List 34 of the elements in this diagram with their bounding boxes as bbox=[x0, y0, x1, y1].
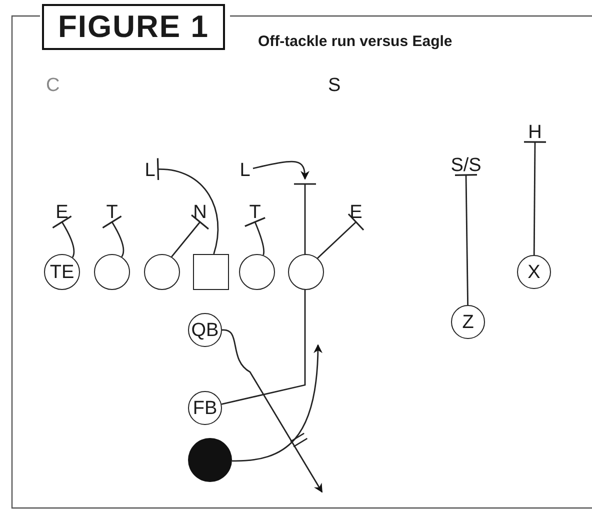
player-circle bbox=[239, 254, 275, 290]
blocking-line bbox=[156, 157, 219, 254]
defender-label: H bbox=[526, 122, 544, 142]
blocking-line bbox=[52, 216, 75, 258]
ball-carrier-circle bbox=[188, 438, 232, 482]
defender-label: L bbox=[142, 160, 158, 180]
player-circle bbox=[144, 254, 180, 290]
position-letter: S bbox=[328, 75, 341, 97]
defender-label: E bbox=[348, 202, 364, 222]
figure-title: FIGURE 1 bbox=[42, 4, 225, 50]
blocking-line bbox=[454, 174, 478, 305]
player-circle: Z bbox=[451, 305, 485, 339]
player-circle: X bbox=[517, 255, 551, 289]
player-circle: FB bbox=[188, 391, 222, 425]
defender-label: T bbox=[247, 202, 263, 222]
blocking-line bbox=[523, 141, 547, 255]
defender-label: S/S bbox=[447, 155, 485, 175]
figure-caption: Off-tackle run versus Eagle bbox=[258, 33, 452, 50]
blocking-line bbox=[317, 213, 364, 259]
blocking-line bbox=[244, 217, 266, 256]
defender-label: T bbox=[104, 202, 120, 222]
blocking-line bbox=[102, 216, 124, 258]
defender-label: E bbox=[54, 202, 70, 222]
defender-label: N bbox=[191, 202, 209, 222]
route-arrow bbox=[232, 344, 322, 462]
player-circle bbox=[288, 254, 324, 290]
position-letter: C bbox=[46, 75, 60, 97]
route-arrow bbox=[252, 160, 310, 180]
defender-label: L bbox=[237, 160, 253, 180]
player-circle: QB bbox=[188, 313, 222, 347]
player-circle bbox=[94, 254, 130, 290]
blocking-line bbox=[171, 214, 210, 258]
player-circle: TE bbox=[44, 254, 80, 290]
center-square bbox=[193, 254, 229, 290]
